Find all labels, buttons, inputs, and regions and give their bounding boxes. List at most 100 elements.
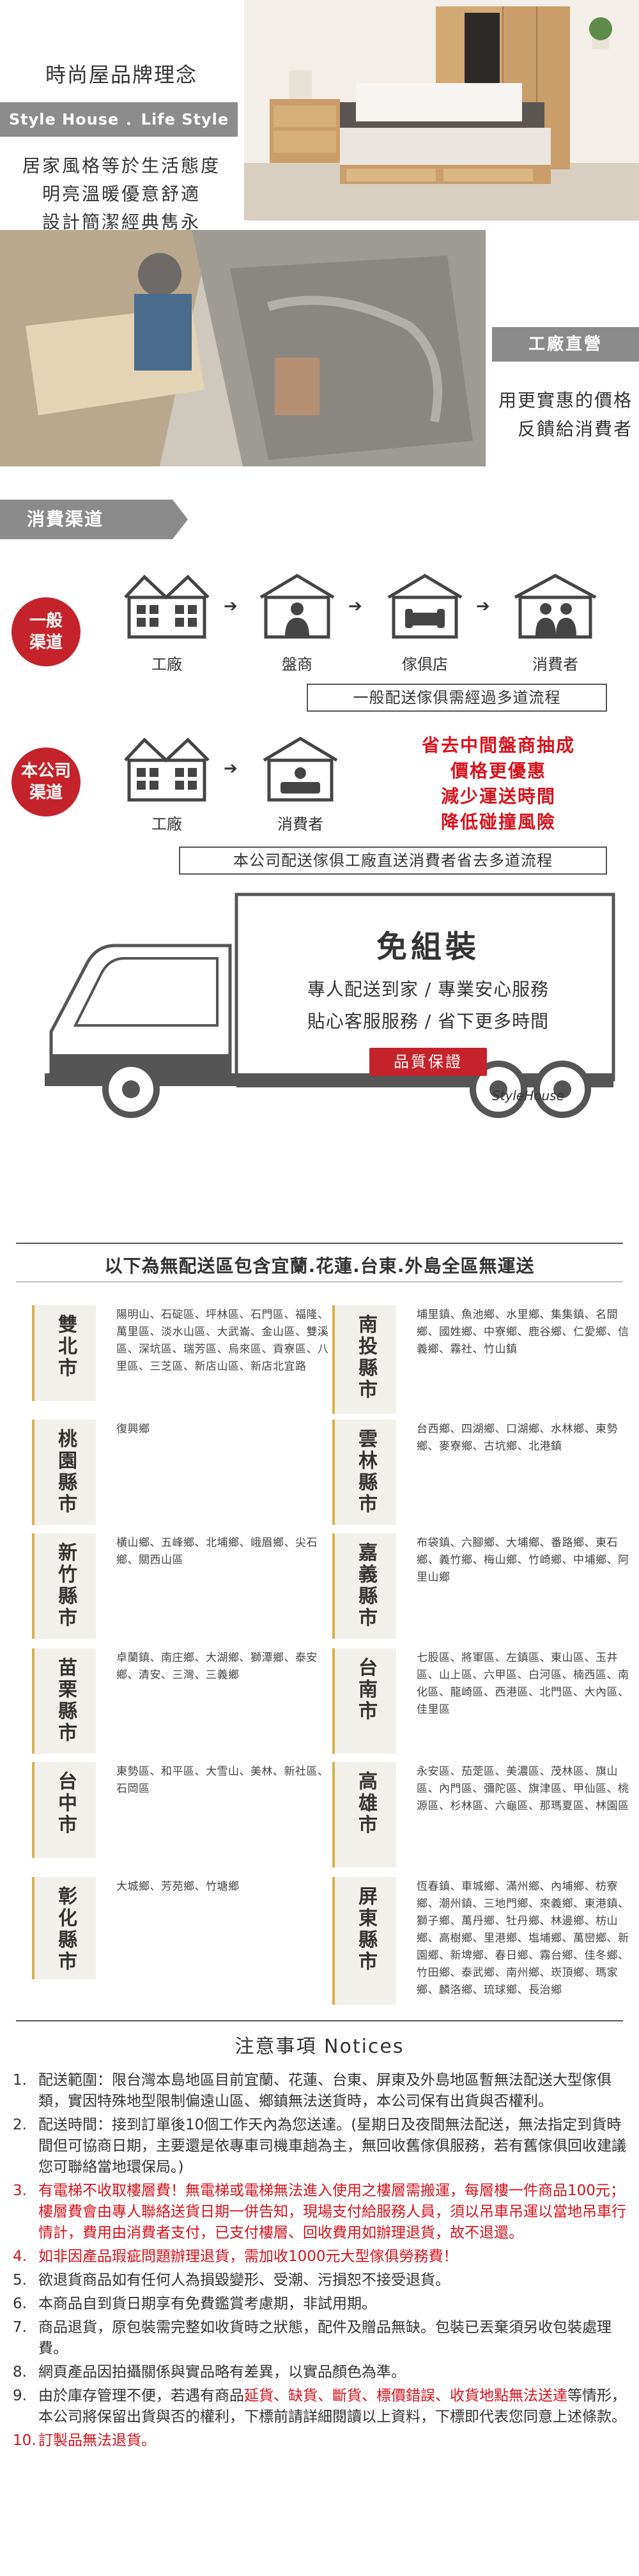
notice-item: 8. 網頁產品因拍攝關係與實品略有差異，以實品顏色為準。 bbox=[13, 2362, 626, 2383]
region-label: 彰化縣市 bbox=[32, 1877, 96, 1979]
notice-text: 如非因產品瑕疵問題辦理退貨，需加收1000元大型傢俱勞務費！ bbox=[38, 2248, 458, 2265]
notice-number: 8. bbox=[13, 2364, 27, 2380]
bedroom-photo bbox=[244, 0, 639, 220]
general-label-store: 傢俱店 bbox=[402, 656, 448, 673]
region-towns: 埔里鎮、魚池鄉、水里鄉、集集鎮、名間鄉、國姓鄉、中寮鄉、鹿谷鄉、仁愛鄉、信義鄉、… bbox=[417, 1308, 629, 1356]
general-channel-badge: 一般 渠道 bbox=[12, 597, 81, 666]
quality-guarantee-tag: 品質保證 bbox=[369, 1048, 487, 1076]
factory-photo bbox=[0, 230, 486, 466]
claim-4: 降低碰撞風險 bbox=[440, 811, 556, 832]
truck-service-line-1: 專人配送到家 / 專業安心服務 bbox=[307, 979, 550, 1000]
brand-line-2: 明亮溫暖優意舒適 bbox=[42, 183, 201, 204]
company-channel-badge-line1: 本公司 bbox=[20, 762, 71, 781]
no-delivery-heading: 以下為無配送區包含宜蘭.花蓮.台東.外島全區無運送 bbox=[104, 1255, 535, 1276]
notice-text: 商品退貨，原包裝需完整如收貨時之狀態，配件及贈品無缺。包裝已丟棄須另收包裝處理費… bbox=[38, 2319, 612, 2357]
notices-heading: 注意事項 Notices bbox=[235, 2035, 404, 2058]
truck-service-line-2: 貼心客服服務 / 省下更多時間 bbox=[307, 1011, 550, 1032]
notice-number: 6. bbox=[13, 2296, 27, 2312]
company-channel-badge-line2: 渠道 bbox=[29, 783, 63, 802]
region-towns: 復興鄉 bbox=[116, 1423, 150, 1436]
region-label: 桃園縣市 bbox=[32, 1420, 96, 1525]
delivery-truck-illustration bbox=[45, 893, 615, 1118]
claim-1: 省去中間盤商抽成 bbox=[421, 735, 575, 756]
notice-item: 2. 配送時間：接到訂單後10個工作天內為您送達。(星期日及夜間無法配送，無法指定… bbox=[13, 2115, 626, 2178]
region-label: 新竹縣市 bbox=[32, 1533, 96, 1639]
general-label-dealer: 盤商 bbox=[282, 656, 312, 673]
notice-text: 訂製品無法退貨。 bbox=[38, 2432, 156, 2449]
notice-item: 3. 有電梯不收取樓層費！無電梯或電梯無法進入使用之樓層需搬運，每層樓一件商品10… bbox=[13, 2181, 626, 2244]
region-towns: 布袋鎮、六腳鄉、大埔鄉、番路鄉、東石鄉、義竹鄉、梅山鄉、竹崎鄉、中埔鄉、阿里山鄉 bbox=[417, 1537, 629, 1584]
region-towns: 陽明山、石碇區、坪林區、石門區、福隆、萬里區、淡水山區、大武崙、金山區、雙溪區、… bbox=[116, 1308, 329, 1373]
region-label: 南投縣市 bbox=[332, 1305, 396, 1414]
notice-item: 6. 本商品自到貨日期享有免費鑑賞考慮期，非試用期。 bbox=[13, 2294, 626, 2315]
region-label: 屏東縣市 bbox=[332, 1877, 396, 2005]
notice-number: 10. bbox=[13, 2432, 36, 2449]
factory-direct-badge: 工廠直營 bbox=[492, 327, 639, 362]
notice-text: 網頁產品因拍攝關係與實品略有差異，以實品顏色為準。 bbox=[38, 2364, 406, 2380]
brand-line-1: 居家風格等於生活態度 bbox=[22, 155, 220, 176]
notices-list: 1. 配送範圍：限台灣本島地區目前宜蘭、花蓮、台東、屏東及外島地區暫無法配送大型傢… bbox=[13, 2070, 626, 2454]
region-towns: 台西鄉、四湖鄉、口湖鄉、水林鄉、東勢鄉、麥寮鄉、古坑鄉、北港鎮 bbox=[417, 1423, 618, 1453]
region-label: 高雄市 bbox=[332, 1762, 396, 1867]
notice-highlight: 延貨、缺貨、斷貨、標價錯誤、收貨地點無法送達 bbox=[244, 2388, 567, 2404]
notice-text: 配送範圍：限台灣本島地區目前宜蘭、花蓮、台東、屏東及外島地區暫無法配送大型傢俱類… bbox=[38, 2072, 612, 2110]
company-label-factory: 工廠 bbox=[151, 815, 182, 833]
company-label-consumer: 消費者 bbox=[277, 815, 323, 833]
dealer-icon bbox=[259, 574, 335, 639]
notice-number: 1. bbox=[13, 2072, 27, 2089]
region-towns: 卓蘭鎮、南庄鄉、大湖鄉、獅潭鄉、泰安鄉、清安、三灣、三義鄉 bbox=[116, 1652, 318, 1682]
general-label-consumer: 消費者 bbox=[532, 656, 578, 673]
notice-text: 由於庫存管理不便，若遇有商品延貨、缺貨、斷貨、標價錯誤、收貨地點無法送達等情形，… bbox=[38, 2388, 626, 2425]
notice-text: 欲退貨商品如有任何人為損毀變形、受潮、污損恕不接受退貨。 bbox=[38, 2272, 450, 2288]
region-label: 苗栗縣市 bbox=[32, 1648, 96, 1754]
consumer-icon bbox=[514, 574, 597, 639]
region-towns: 大城鄉、芳苑鄉、竹塘鄉 bbox=[116, 1880, 240, 1893]
region-towns: 東勢區、和平區、大雪山、美林、新社區、石岡區 bbox=[116, 1765, 329, 1795]
factory-icon bbox=[124, 737, 210, 802]
notice-number: 9. bbox=[13, 2388, 27, 2404]
notice-number: 2. bbox=[13, 2117, 27, 2133]
arrow-icon: ➔ bbox=[224, 759, 238, 778]
general-channel-badge-line2: 渠道 bbox=[29, 633, 63, 652]
region-towns: 永安區、茄萣區、美濃區、茂林區、旗山區、內門區、彌陀區、旗津區、甲仙區、桃源區、… bbox=[417, 1765, 629, 1813]
notice-text: 配送時間：接到訂單後10個工作天內為您送達。(星期日及夜間無法配送，無法指定到貨… bbox=[38, 2117, 626, 2175]
company-channel-note: 本公司配送傢俱工廠直送消費者省去多道流程 bbox=[179, 847, 607, 875]
arrow-icon: ➔ bbox=[476, 597, 490, 616]
notice-item: 1. 配送範圍：限台灣本島地區目前宜蘭、花蓮、台東、屏東及外島地區暫無法配送大型傢… bbox=[13, 2070, 626, 2112]
area-top-rule bbox=[16, 1243, 623, 1244]
notice-item: 7. 商品退貨，原包裝需完整如收貨時之狀態，配件及贈品無缺。包裝已丟棄須另收包裝處… bbox=[13, 2317, 626, 2359]
notice-number: 3. bbox=[13, 2182, 27, 2199]
general-label-factory: 工廠 bbox=[151, 656, 182, 673]
truck-brand-logo: StyleHouse bbox=[492, 1088, 564, 1103]
brand-copy: 時尚屋品牌理念 Style House ．Life Style 居家風格等於生活… bbox=[0, 0, 243, 233]
region-label: 台南市 bbox=[332, 1648, 396, 1754]
channel-section-tag-tail bbox=[173, 500, 188, 539]
factory-line-1: 用更實惠的價格 bbox=[498, 390, 633, 411]
notice-item: 10.訂製品無法退貨。 bbox=[13, 2430, 626, 2451]
notice-item: 9. 由於庫存管理不便，若遇有商品延貨、缺貨、斷貨、標價錯誤、收貨地點無法送達等情… bbox=[13, 2386, 626, 2428]
notice-item: 5.欲退貨商品如有任何人為損毀變形、受潮、污損恕不接受退貨。 bbox=[13, 2270, 626, 2291]
channel-section-title: 消費渠道 bbox=[0, 500, 173, 539]
notice-item: 4. 如非因產品瑕疵問題辦理退貨，需加收1000元大型傢俱勞務費！ bbox=[13, 2246, 626, 2267]
region-label: 嘉義縣市 bbox=[332, 1533, 396, 1639]
brand-section: 時尚屋品牌理念 Style House ．Life Style 居家風格等於生活… bbox=[0, 0, 639, 233]
region-towns: 恆春鎮、車城鄉、滿州鄉、內埔鄉、枋寮鄉、潮州鎮、三地門鄉、來義鄉、東港鎮、獅子鄉… bbox=[417, 1880, 629, 1997]
notice-number: 7. bbox=[13, 2319, 27, 2336]
factory-line-2: 反饋給消費者 bbox=[517, 418, 633, 440]
factory-illustration bbox=[0, 230, 486, 466]
region-label: 雙北市 bbox=[32, 1305, 96, 1401]
notice-number: 4. bbox=[13, 2248, 27, 2265]
notice-text: 本商品自到貨日期享有免費鑑賞考慮期，非試用期。 bbox=[38, 2296, 376, 2312]
notice-top-rule bbox=[16, 2020, 623, 2021]
general-channel-note: 一般配送傢俱需經過多道流程 bbox=[307, 684, 607, 712]
region-towns: 橫山鄉、五峰鄉、北埔鄉、峨眉鄉、尖石鄉、關西山區 bbox=[116, 1537, 318, 1567]
company-channel-badge: 本公司 渠道 bbox=[12, 747, 81, 816]
general-channel-badge-line1: 一般 bbox=[29, 611, 63, 631]
bedroom-illustration bbox=[244, 0, 639, 220]
brand-title: 時尚屋品牌理念 bbox=[45, 63, 197, 87]
arrow-icon: ➔ bbox=[348, 597, 362, 616]
arrow-icon: ➔ bbox=[224, 597, 238, 616]
consumer-icon bbox=[263, 737, 338, 802]
notice-text: 有電梯不收取樓層費！無電梯或電梯無法進入使用之樓層需搬運，每層樓一件商品100元… bbox=[38, 2182, 626, 2241]
